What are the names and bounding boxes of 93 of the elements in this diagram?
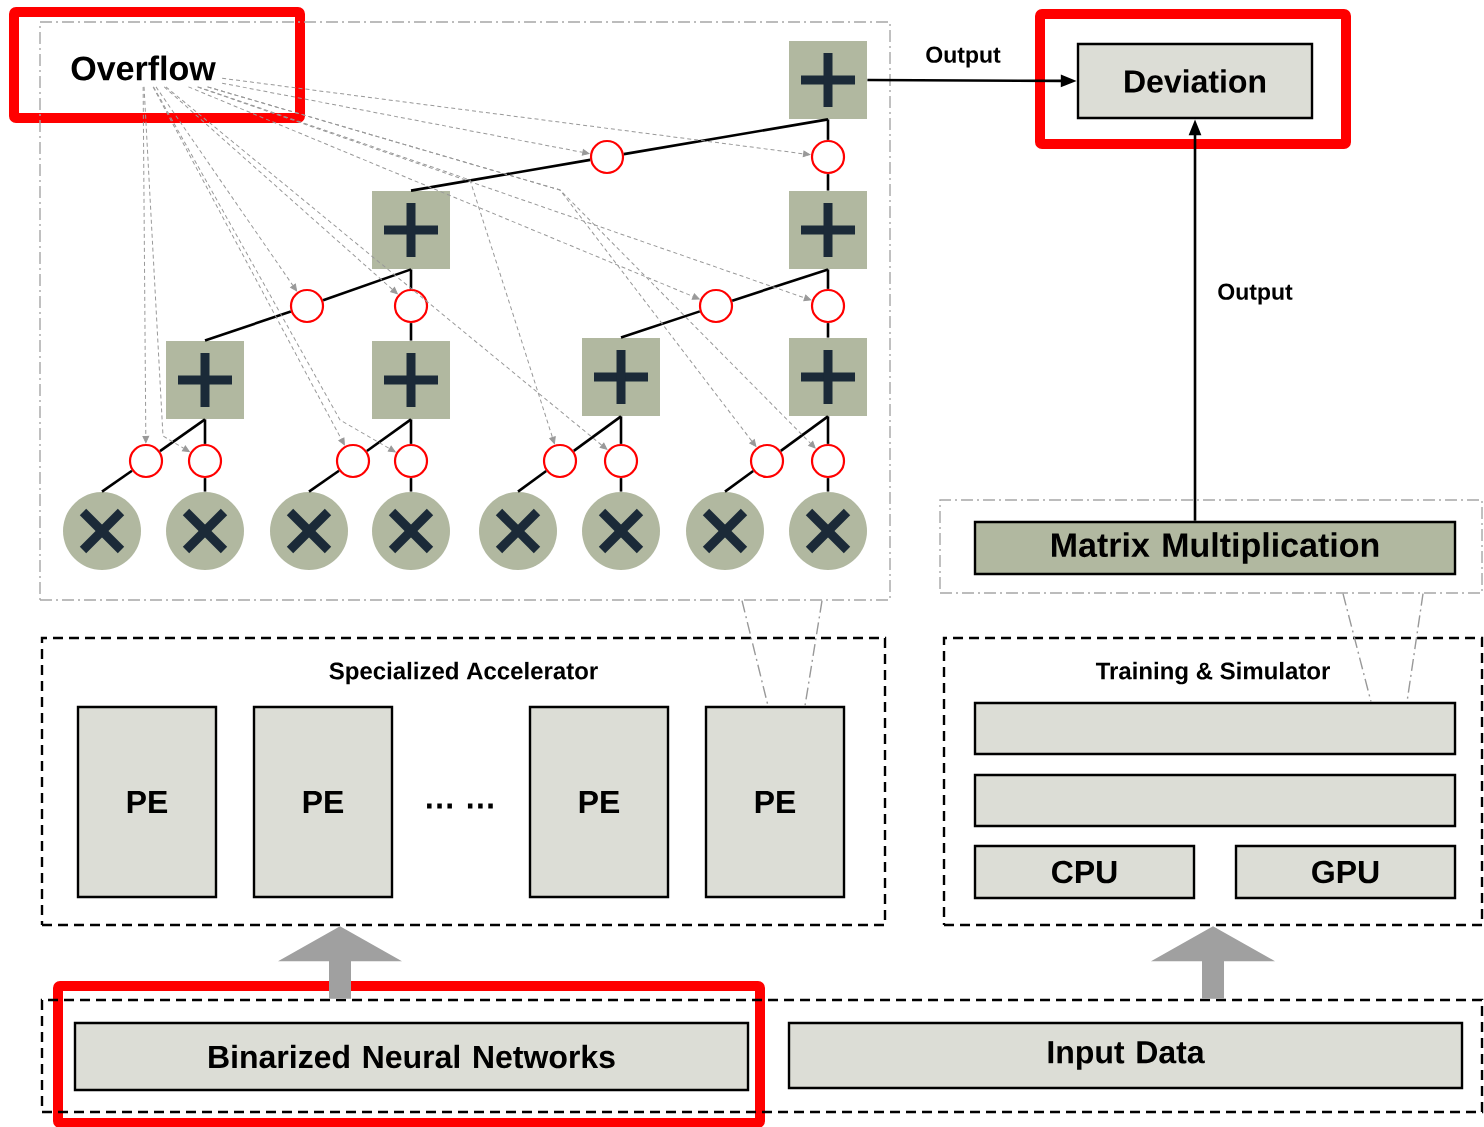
block-box	[973, 701, 1457, 756]
arrow	[155, 86, 298, 292]
multiplier-circle	[789, 492, 867, 570]
zoom-line	[741, 600, 769, 707]
ring-marker	[810, 288, 846, 324]
arrow	[197, 86, 556, 444]
block-box: Deviation	[1076, 42, 1314, 120]
block-box	[973, 773, 1457, 828]
ring-marker	[289, 288, 325, 324]
connector-line	[620, 310, 701, 339]
ring-marker	[810, 139, 846, 175]
text-label: Overflow	[71, 55, 216, 81]
ring-marker	[335, 443, 371, 479]
connector-line	[203, 478, 207, 492]
adder-box	[789, 191, 867, 269]
connector-line	[826, 323, 830, 338]
connector-line	[573, 415, 622, 452]
multiplier-circle	[166, 492, 244, 570]
adder-box	[789, 41, 867, 119]
multiplier-circle	[686, 492, 764, 570]
arrow	[196, 86, 812, 302]
connector-line	[204, 310, 292, 342]
connector-line	[517, 470, 547, 493]
detail-panel	[939, 499, 1483, 594]
edge-label: Output	[923, 44, 1003, 70]
connector-line	[409, 478, 413, 492]
connector-line	[203, 419, 207, 444]
multiplier-circle	[372, 492, 450, 570]
ring-marker	[187, 443, 223, 479]
block-box: GPU	[1234, 844, 1457, 900]
connector-line	[623, 118, 829, 156]
adder-box	[166, 341, 244, 419]
connector-line	[619, 478, 623, 492]
zoom-line	[1342, 593, 1372, 703]
arrow	[221, 82, 590, 156]
ring-marker	[698, 288, 734, 324]
block-box: Input Data	[787, 1021, 1464, 1090]
connector-line	[826, 478, 830, 492]
multiplier-circle	[479, 492, 557, 570]
arrow	[221, 77, 811, 158]
block-box: Matrix Multiplication	[973, 520, 1457, 576]
connector-line	[159, 418, 206, 453]
multiplier-circle	[582, 492, 660, 570]
connector-line	[826, 119, 830, 140]
block-box: PE	[528, 705, 670, 899]
adder-box	[582, 338, 660, 416]
connector-line	[410, 158, 591, 192]
multiplier-circle	[270, 492, 348, 570]
block-box: PE	[252, 705, 394, 899]
ellipsis-text: … …	[427, 803, 493, 809]
connector-line	[308, 469, 340, 493]
connector-line	[826, 269, 830, 289]
group-frame	[40, 998, 1484, 1114]
adder-box	[372, 341, 450, 419]
arrow	[165, 86, 608, 450]
connector-line	[780, 415, 829, 452]
edge-label: Output	[1215, 281, 1295, 307]
block-box: Binarized Neural Networks	[73, 1021, 750, 1092]
connector-line	[101, 469, 133, 493]
block-box: PE	[76, 705, 218, 899]
ring-marker	[810, 443, 846, 479]
detail-panel	[39, 21, 891, 601]
arrow	[152, 86, 345, 446]
ring-marker	[128, 443, 164, 479]
connector-line	[366, 418, 412, 453]
zoom-line	[804, 600, 823, 707]
ring-marker	[542, 443, 578, 479]
arrow	[187, 86, 700, 300]
connector-line	[409, 269, 413, 289]
connector-line	[826, 416, 830, 444]
connector-line	[731, 268, 829, 302]
connector-line	[826, 174, 830, 191]
ring-marker	[589, 139, 625, 175]
adder-box	[372, 191, 450, 269]
multiplier-circle	[63, 492, 141, 570]
block-arrow	[278, 926, 402, 999]
arrow	[142, 86, 150, 444]
arrow	[163, 86, 398, 295]
connector-line	[322, 268, 412, 302]
ring-marker	[749, 443, 785, 479]
adder-box	[789, 338, 867, 416]
ring-marker	[393, 443, 429, 479]
block-box: CPU	[973, 844, 1196, 900]
block-arrow	[1151, 926, 1275, 999]
connector-line	[409, 323, 413, 341]
arrow	[153, 86, 396, 453]
connector-line	[619, 416, 623, 444]
ring-marker	[603, 443, 639, 479]
connector-line	[724, 470, 754, 493]
arrow	[143, 86, 190, 453]
ring-marker	[393, 288, 429, 324]
connector-line	[409, 419, 413, 444]
block-box: PE	[704, 705, 846, 899]
